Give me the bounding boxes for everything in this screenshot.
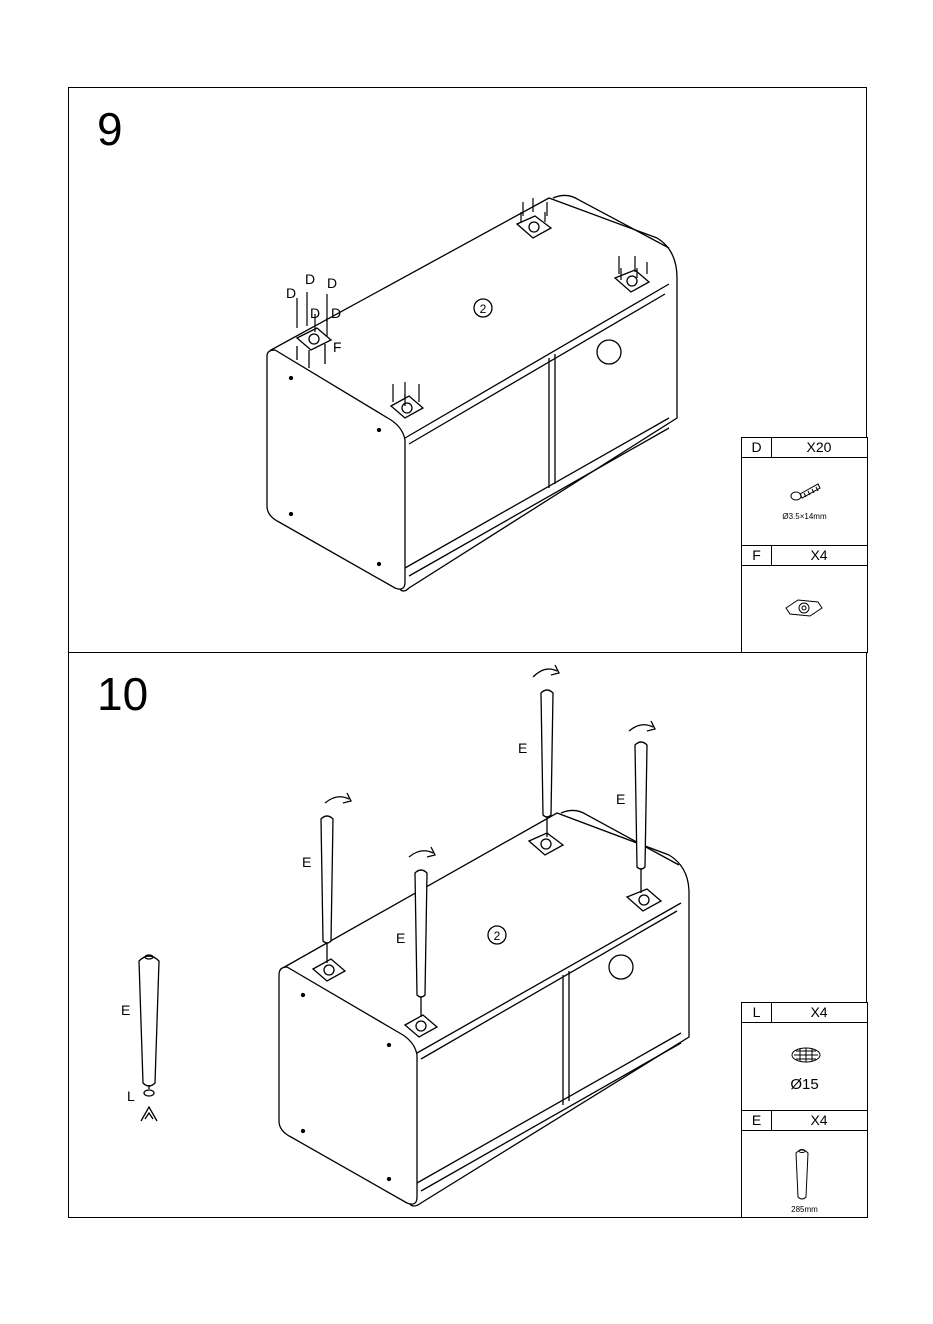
svg-text:D: D [310,305,320,321]
step-10-panel: 10 [68,652,867,1218]
screw-icon [742,458,867,518]
svg-text:D: D [327,275,337,291]
part-code: L [742,1003,772,1022]
part-quantity: X4 [771,1003,867,1022]
part-quantity: X4 [771,1111,867,1130]
leg-icon [742,1131,867,1207]
svg-text:E: E [302,854,311,870]
part-caption: 285mm [742,1205,867,1214]
part-box-f: F X4 [741,545,868,653]
part-code: D [742,438,772,457]
leg-detail [139,955,159,1121]
step-9-panel: 9 [68,87,867,653]
label-e: E [121,1002,130,1018]
svg-text:E: E [518,740,527,756]
part-caption: Ø15 [742,1076,867,1093]
svg-text:D: D [331,305,341,321]
svg-text:E: E [616,791,625,807]
felt-pad-icon [742,1023,867,1073]
label-d: D [286,285,296,301]
mounting-plate-icon [742,566,867,653]
part-code: F [742,546,772,565]
part-quantity: X4 [771,546,867,565]
part-number: 2 [494,929,501,943]
label-f: F [333,339,342,355]
part-box-d: D X20 Ø3.5×14mm [741,437,868,546]
svg-text:D: D [305,271,315,287]
svg-text:E: E [396,930,405,946]
part-box-l: L X4 Ø15 [741,1002,868,1111]
label-l: L [127,1088,135,1104]
part-caption: Ø3.5×14mm [742,512,867,521]
leg [533,665,559,837]
part-code: E [742,1111,772,1130]
part-quantity: X20 [771,438,867,457]
part-box-e: E X4 285mm [741,1110,868,1218]
